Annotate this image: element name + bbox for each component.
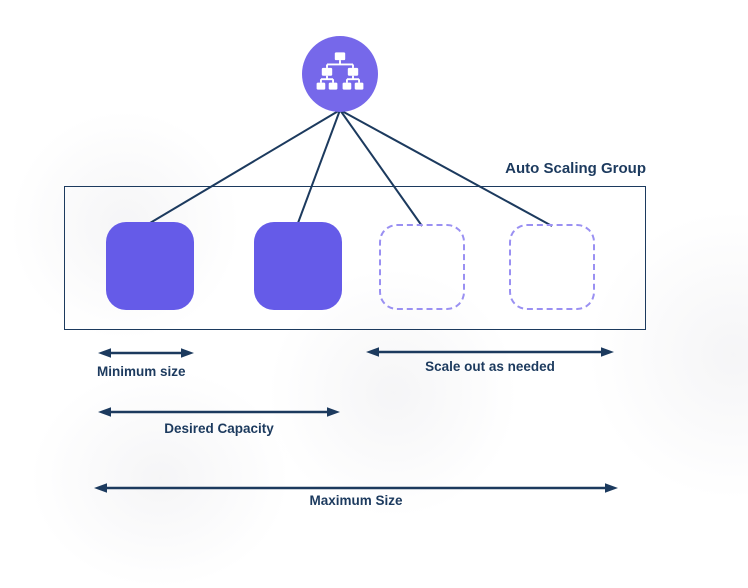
asg-label: Auto Scaling Group [505,160,646,177]
maximum-size-label: Maximum Size [309,493,403,508]
minimum-size-label: Minimum size [97,364,186,379]
minimum-size-arrow [98,345,194,361]
scale-out-label: Scale out as needed [425,359,555,374]
maximum-size-arrow [94,480,618,496]
auto-scaling-group-box [64,186,646,330]
scale-out-arrow [366,344,614,360]
instance-solid-1 [106,222,194,310]
instance-dashed-1 [379,224,465,310]
connector-lines [149,109,553,227]
desired-capacity-label: Desired Capacity [164,421,274,436]
instance-dashed-2 [509,224,595,310]
balancer-circle [302,36,378,112]
sitemap-icon [316,52,364,90]
instance-solid-2 [254,222,342,310]
desired-capacity-arrow [98,404,340,420]
